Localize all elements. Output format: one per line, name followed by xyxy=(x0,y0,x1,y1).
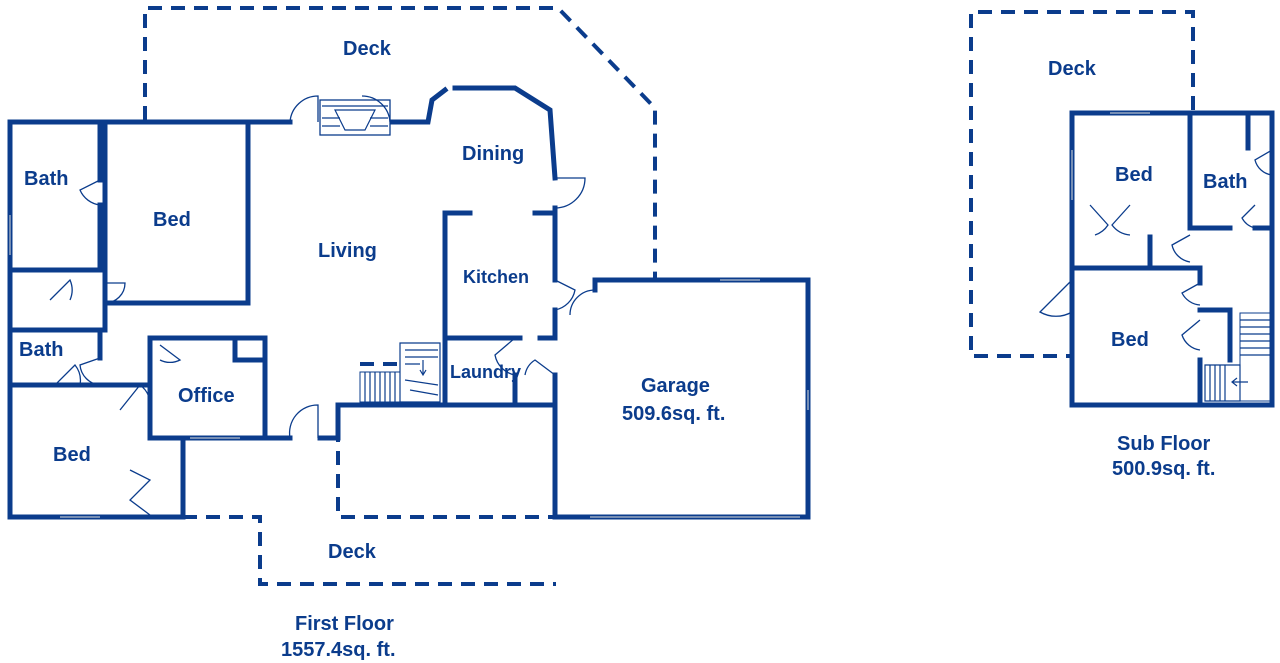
sub-floor-plan xyxy=(969,10,1275,408)
sub-bed-2-label: Bed xyxy=(1111,329,1149,351)
sub-bath-walls xyxy=(1187,110,1275,231)
garage-label: Garage xyxy=(641,375,710,397)
dining-bay-wall xyxy=(452,85,558,181)
garage-area-label: 509.6sq. ft. xyxy=(622,403,725,425)
stair-walls xyxy=(317,402,448,441)
kitchen-label: Kitchen xyxy=(463,267,529,287)
bed-2-label: Bed xyxy=(53,444,91,466)
first-floor-area: 1557.4sq. ft. xyxy=(281,639,396,661)
sub-floor-area: 500.9sq. ft. xyxy=(1112,458,1215,480)
sub-bed-1-walls xyxy=(1069,234,1203,271)
living-label: Living xyxy=(318,240,377,262)
sub-bath-label: Bath xyxy=(1203,171,1247,193)
sub-deck-label: Deck xyxy=(1048,58,1097,80)
door-swings xyxy=(49,95,596,516)
closet-wall xyxy=(7,297,108,333)
sub-exterior-wall xyxy=(1069,110,1275,408)
deck-bottom-label: Deck xyxy=(328,541,377,563)
first-floor-plan xyxy=(7,6,811,586)
deck-top-label: Deck xyxy=(343,38,392,60)
fireplace-icon xyxy=(319,99,391,136)
bath-1-label: Bath xyxy=(24,168,68,190)
sub-bed-1-label: Bed xyxy=(1115,164,1153,186)
bath-2-label: Bath xyxy=(19,339,63,361)
dining-label: Dining xyxy=(462,143,524,165)
laundry-walls xyxy=(442,372,558,408)
deck-outline-top xyxy=(143,6,657,280)
garage-walls xyxy=(552,277,811,520)
first-floor-title: First Floor xyxy=(295,613,394,635)
sub-stair-walls xyxy=(1197,265,1233,408)
sub-stairs-icon xyxy=(1204,312,1271,402)
kitchen-south-wall xyxy=(442,307,558,341)
office-walls xyxy=(147,335,268,441)
office-label: Office xyxy=(178,385,235,407)
bed-1-walls xyxy=(102,119,251,306)
kitchen-walls xyxy=(442,210,558,408)
sub-floor-title: Sub Floor xyxy=(1117,433,1211,455)
top-wall-mid xyxy=(387,86,449,125)
sub-deck-outline xyxy=(969,10,1195,358)
bath-1-walls xyxy=(7,119,103,273)
bed-1-label: Bed xyxy=(153,209,191,231)
sub-door-swings xyxy=(1038,149,1273,351)
laundry-label: Laundry xyxy=(450,362,521,382)
deck-outline-left xyxy=(336,405,556,519)
stairs-icon xyxy=(359,342,441,403)
